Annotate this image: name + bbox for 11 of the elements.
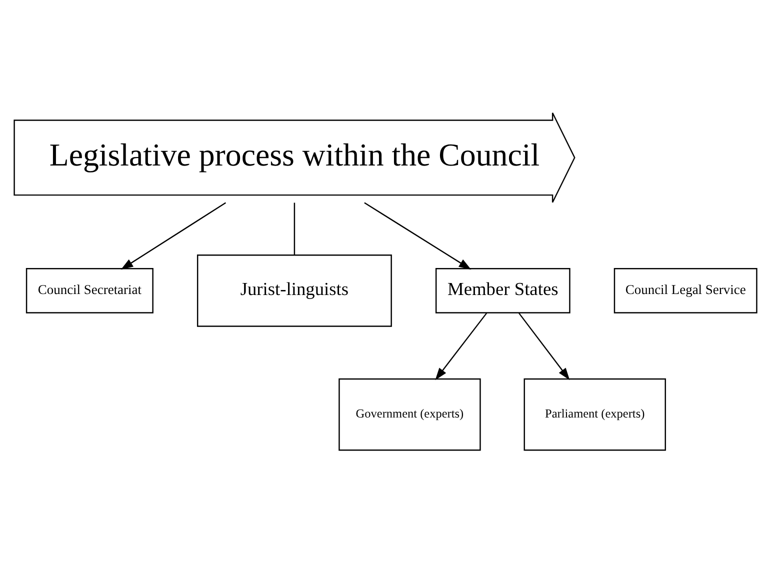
arrow: [120, 202, 226, 270]
node-box: Member States: [434, 268, 570, 313]
node-box: Council Legal Service: [613, 268, 757, 313]
node-box: Government (experts): [338, 378, 480, 450]
arrow: [364, 202, 471, 270]
node-box: Council Secretariat: [25, 268, 153, 313]
arrow: [518, 312, 570, 380]
node-box: Parliament (experts): [523, 378, 666, 450]
node-box: Jurist-linguists: [196, 254, 392, 326]
connector: [293, 202, 295, 255]
arrow: [434, 312, 487, 380]
